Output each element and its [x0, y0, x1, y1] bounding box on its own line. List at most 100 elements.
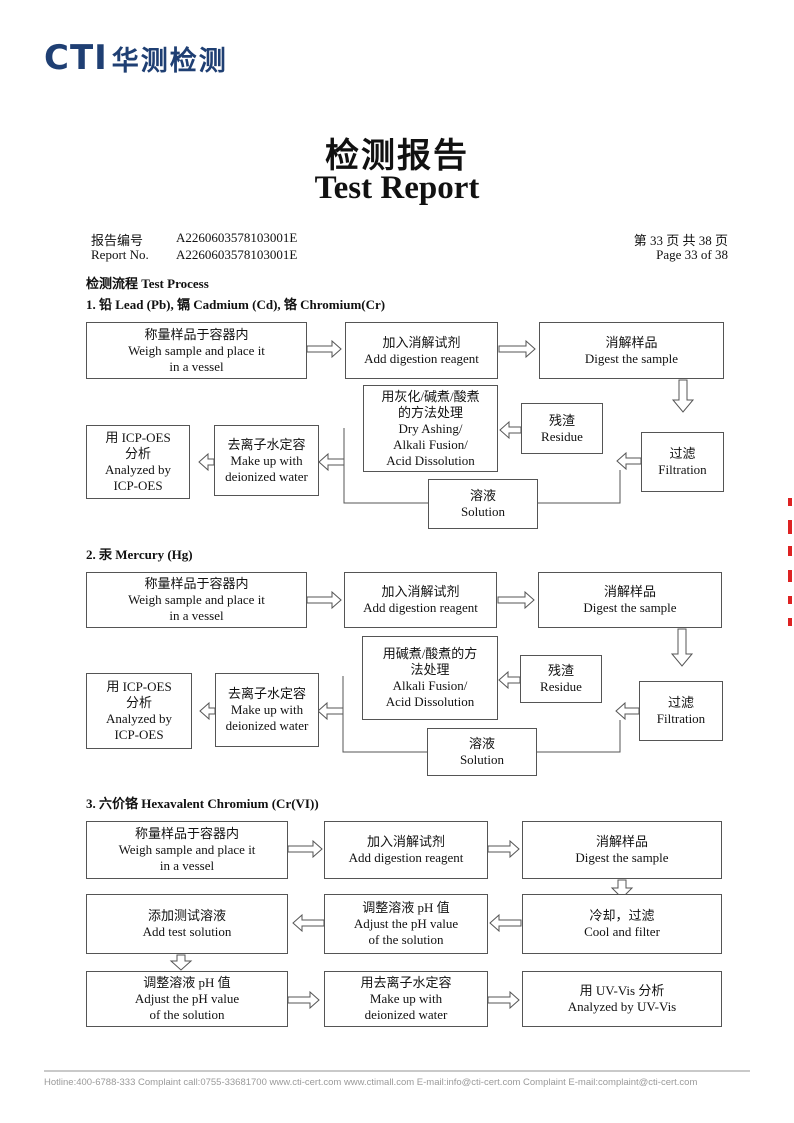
section-1-heading: 1. 铅 Lead (Pb), 镉 Cadmium (Cd), 铬 Chromi…: [86, 297, 386, 312]
step-text: in a vessel: [169, 358, 224, 374]
step-text: 消解样品: [603, 584, 656, 599]
step-text: Cool and filter: [584, 924, 660, 939]
step-text: 分析: [125, 695, 152, 710]
step-add-reagent: 加入消解试剂 Add digestion reagent: [344, 572, 497, 628]
step-text: Alkali Fusion/: [392, 678, 468, 693]
arrow-right: [306, 339, 342, 359]
step-text: Filtration: [656, 711, 706, 726]
step-add-test-solution: 添加测试溶液 Add test solution: [86, 894, 288, 954]
step-text: Analyzed by UV-Vis: [567, 999, 677, 1014]
step-make-up: 去离子水定容 Make up with deionized water: [214, 425, 319, 496]
page-number-en: Page 33 of 38: [656, 247, 728, 262]
step-text: 调整溶液 pH 值: [143, 975, 231, 990]
step-weigh-sample: 称量样品于容器内 Weigh sample and place it in a …: [86, 572, 307, 628]
step-solution: 溶液 Solution: [428, 479, 538, 529]
step-text: ICP-OES: [113, 478, 163, 493]
step-analyze-uvvis: 用 UV-Vis 分析 Analyzed by UV-Vis: [522, 971, 722, 1027]
report-title-en: Test Report: [314, 170, 480, 206]
arrow-right: [306, 590, 342, 610]
step-text: Weigh sample and place it: [128, 342, 265, 358]
step-text: in a vessel: [159, 858, 215, 873]
arrow-left: [198, 452, 215, 472]
solution-loop-line: [538, 470, 621, 504]
step-digest: 消解样品 Digest the sample: [522, 821, 722, 879]
step-text: of the solution: [368, 932, 444, 947]
arrow-left: [489, 913, 522, 933]
step-text: 用 ICP-OES: [105, 430, 171, 445]
step-alkali-fusion: 用碱煮/酸煮的方 法处理 Alkali Fusion/ Acid Dissolu…: [362, 636, 498, 720]
step-text: 加入消解试剂: [382, 334, 461, 350]
solution-loop-line: [343, 428, 428, 504]
step-make-up: 用去离子水定容 Make up with deionized water: [324, 971, 488, 1027]
step-text: Adjust the pH value: [353, 916, 459, 931]
arrow-left: [292, 913, 325, 933]
step-text: 用去离子水定容: [360, 975, 452, 990]
step-text: Make up with: [230, 702, 304, 717]
arrow-right: [497, 590, 535, 610]
arrow-left: [616, 451, 642, 471]
arrow-left: [499, 420, 522, 440]
step-text: in a vessel: [169, 608, 224, 623]
footer-contact: Hotline:400-6788-333 Complaint call:0755…: [44, 1077, 698, 1088]
logo-chinese-name: 华测检测: [111, 45, 228, 77]
step-text: 去离子水定容: [227, 686, 306, 701]
step-add-reagent: 加入消解试剂 Add digestion reagent: [324, 821, 488, 879]
step-text: deionized water: [225, 468, 308, 484]
step-text: Alkali Fusion/: [393, 436, 468, 452]
process-heading: 检测流程 Test Process: [86, 276, 209, 291]
step-text: 残渣: [548, 412, 575, 428]
step-analyze-icp: 用 ICP-OES 分析 Analyzed by ICP-OES: [86, 425, 190, 499]
solution-loop-line: [537, 720, 621, 753]
step-text: Digest the sample: [584, 350, 679, 366]
step-text: Digest the sample: [583, 600, 677, 615]
section-2-heading: 2. 汞 Mercury (Hg): [86, 547, 193, 562]
arrow-right: [487, 839, 520, 859]
seal-edge-mark: [788, 596, 792, 604]
step-text: 称量样品于容器内: [144, 576, 249, 591]
step-text: Make up with: [369, 991, 443, 1006]
step-text: Add digestion reagent: [363, 600, 478, 615]
seal-edge-mark: [788, 498, 792, 506]
section-3-heading: 3. 六价铬 Hexavalent Chromium (Cr(VI)): [86, 796, 319, 811]
report-no-value-en: A2260603578103001E: [176, 247, 298, 262]
arrow-down: [610, 879, 634, 899]
arrow-right: [287, 839, 323, 859]
report-no-value: A2260603578103001E: [176, 230, 298, 245]
step-text: Solution: [460, 504, 506, 519]
step-text: 加入消解试剂: [381, 584, 460, 599]
page-number-cn: 第 33 页 共 38 页: [633, 233, 728, 248]
step-weigh-sample: 称量样品于容器内 Weigh sample and place it in a …: [86, 821, 288, 879]
arrow-right: [287, 990, 320, 1010]
arrow-left: [498, 670, 521, 690]
step-text: 添加测试溶液: [147, 908, 226, 923]
step-text: 的方法处理: [397, 404, 463, 420]
report-no-label-cn: 报告编号: [91, 233, 144, 248]
step-text: ICP-OES: [114, 727, 164, 742]
report-no-label-en: Report No.: [91, 247, 149, 262]
step-text: Acid Dissolution: [386, 452, 475, 468]
step-residue: 残渣 Residue: [521, 403, 603, 454]
step-text: 调整溶液 pH 值: [362, 900, 450, 915]
step-text: Acid Dissolution: [385, 694, 475, 709]
step-text: 残渣: [547, 663, 574, 678]
step-make-up: 去离子水定容 Make up with deionized water: [215, 673, 319, 747]
step-digest: 消解样品 Digest the sample: [539, 322, 724, 379]
step-text: 过滤: [667, 695, 694, 710]
arrow-left: [615, 701, 640, 721]
seal-edge-mark: [788, 570, 792, 582]
step-text: Add test solution: [142, 924, 232, 939]
step-text: Analyzed by: [104, 462, 172, 477]
step-text: 消解样品: [605, 334, 658, 350]
step-text: Residue: [541, 428, 583, 444]
step-cool-filter: 冷却，过滤 Cool and filter: [522, 894, 722, 954]
step-text: Weigh sample and place it: [118, 842, 256, 857]
arrow-right: [487, 990, 520, 1010]
solution-loop-line: [342, 676, 427, 753]
company-logo: CTI 华测检测: [44, 38, 228, 78]
step-add-reagent: 加入消解试剂 Add digestion reagent: [345, 322, 498, 379]
step-text: 加入消解试剂: [366, 834, 445, 849]
step-text: deionized water: [225, 718, 309, 733]
step-text: Analyzed by: [105, 711, 173, 726]
arrow-left: [317, 701, 344, 721]
